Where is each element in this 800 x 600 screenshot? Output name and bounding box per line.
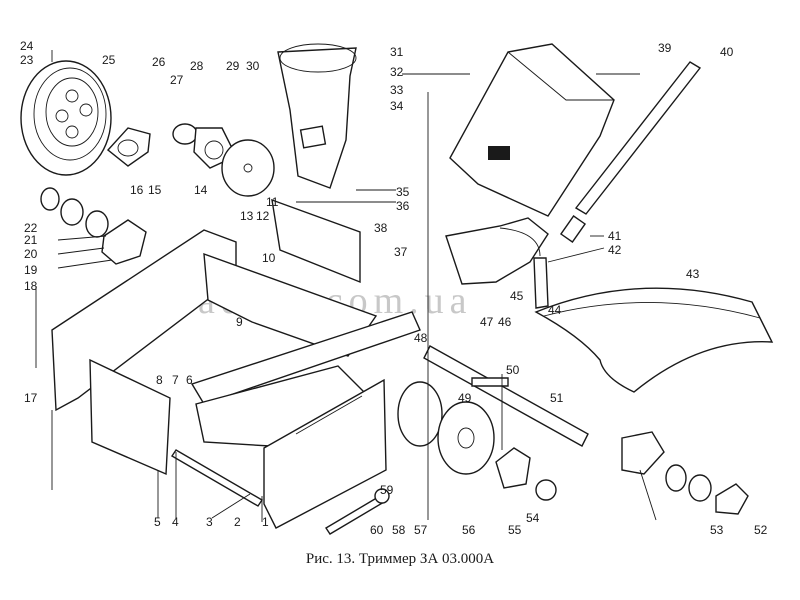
callout-label: 29 [226,59,240,73]
callout-label: 23 [20,53,34,67]
callout-label: 21 [24,233,38,247]
bearings-right-part [495,431,749,515]
shaft-part [171,345,589,507]
callout-labels: 1 2 3 4 5 6 7 8 9 10 11 12 13 14 15 16 1… [20,39,768,537]
callout-label: 38 [374,221,388,235]
callout-label: 44 [548,303,562,317]
callout-label: 30 [246,59,260,73]
disc-left-part [221,139,275,197]
callout-label: 27 [170,73,184,87]
hopper-part [277,43,357,189]
callout-label: 41 [608,229,622,243]
callout-label: 37 [394,245,408,259]
callout-label: 39 [658,41,672,55]
lever-part [533,257,549,309]
callout-label: 53 [710,523,724,537]
callout-label: 58 [392,523,406,537]
callout-label: 5 [154,515,161,529]
callout-label: 33 [390,83,404,97]
callout-label: 36 [396,199,410,213]
callout-label: 50 [506,363,520,377]
deflector-part [534,287,774,393]
callout-label: 17 [24,391,38,405]
bearings-left-part [40,187,147,265]
callout-label: 48 [414,331,428,345]
callout-label: 31 [390,45,404,59]
callout-label: 7 [172,373,179,387]
callout-label: 57 [414,523,428,537]
callout-label: 45 [510,289,524,303]
callout-label: 35 [396,185,410,199]
callout-label: 28 [190,59,204,73]
callout-label: 51 [550,391,564,405]
callout-label: 11 [266,195,279,209]
callout-label: 25 [102,53,116,67]
callout-label: 46 [498,315,512,329]
callout-label: 8 [156,373,163,387]
callout-label: 18 [24,279,38,293]
drum-part [397,381,495,475]
callout-label: 47 [480,315,494,329]
frame-part [51,198,421,529]
callout-label: 40 [720,45,734,59]
callout-label: 6 [186,373,193,387]
callout-label: 4 [172,515,179,529]
callout-label: 60 [370,523,384,537]
callout-label: 22 [24,221,38,235]
callout-label: 43 [686,267,700,281]
callout-label: 55 [508,523,522,537]
callout-label: 9 [236,315,243,329]
callout-label: 56 [462,523,476,537]
callout-label: 3 [206,515,213,529]
upper-housing-part [449,43,615,217]
callout-label: 32 [390,65,404,79]
callout-label: 2 [234,515,241,529]
gear-sector-part [445,217,549,285]
callout-label: 42 [608,243,622,257]
callout-label: 34 [390,99,404,113]
callout-label: 10 [262,251,276,265]
leader-lines [35,50,657,522]
callout-label: 59 [380,483,394,497]
callout-label: 19 [24,263,38,277]
callout-label: 52 [754,523,768,537]
callout-label: 24 [20,39,34,53]
callout-label: 15 [148,183,162,197]
callout-label: 13 [240,209,254,223]
rod-part [559,61,702,244]
callout-label: 16 [130,183,144,197]
bolt-part [325,488,390,535]
callout-label: 20 [24,247,38,261]
callout-label: 1 [262,515,269,529]
callout-label: 12 [256,209,270,223]
pulley-part [20,60,112,176]
callout-label: 49 [458,391,472,405]
figure-caption: Рис. 13. Триммер ЗА 03.000А [305,551,495,567]
callout-label: 14 [194,183,208,197]
callout-label: 26 [152,55,166,69]
bearing-housing-left-part [106,127,151,167]
callout-label: 54 [526,511,540,525]
